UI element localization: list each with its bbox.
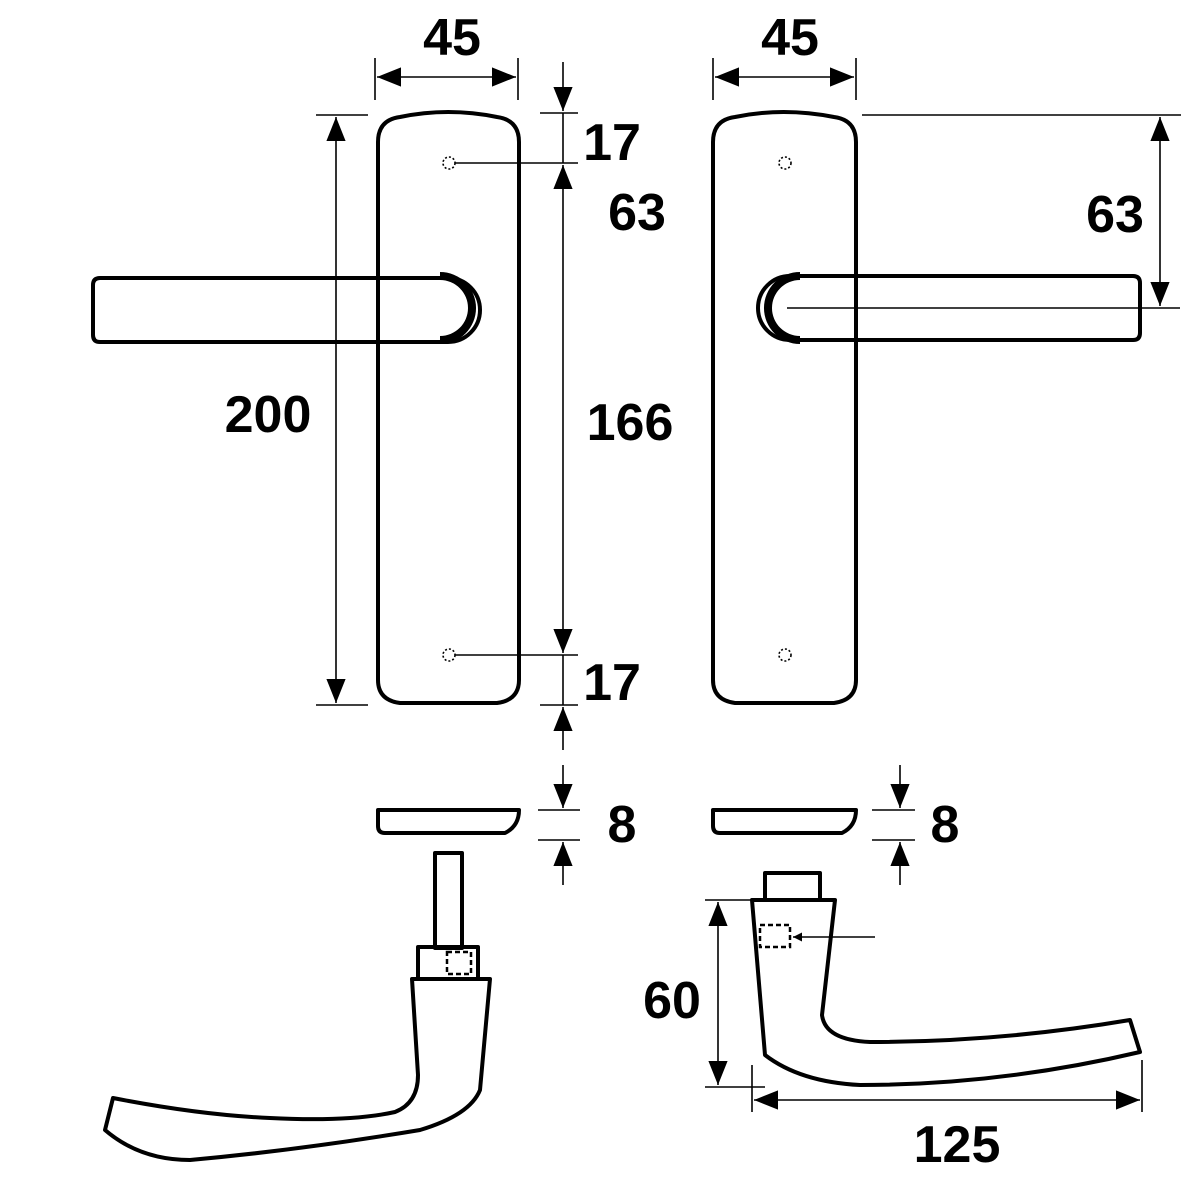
dim-label-rose-right: 8	[931, 796, 960, 854]
dim-label-screw-centres: 166	[587, 394, 674, 452]
dim-label-lever-length: 125	[914, 1116, 1001, 1174]
left-rose-side	[376, 808, 521, 835]
lever-body-left	[103, 977, 492, 1162]
dim-left-width: 45	[374, 9, 519, 100]
spindle	[433, 851, 464, 950]
dim-rose-left: 8	[538, 765, 636, 885]
right-rose	[763, 271, 800, 345]
right-lever	[756, 274, 1142, 342]
right-backplate-view	[711, 110, 1180, 705]
right-backplate	[711, 110, 858, 705]
dim-label-left-width: 45	[423, 9, 481, 67]
screw-hole-bottom-right	[778, 648, 792, 662]
left-lever	[91, 276, 482, 344]
screw-hole-top-right	[778, 156, 792, 170]
grub-screw-left	[445, 950, 473, 976]
dim-label-rose-left: 8	[608, 796, 637, 854]
left-lever-side	[103, 851, 492, 1162]
lever-collar-right	[763, 871, 822, 902]
screw-hole-bottom-left	[442, 648, 456, 662]
dim-label-lever-projection: 60	[643, 972, 701, 1030]
lever-body-right	[750, 898, 1142, 1087]
left-backplate-view	[91, 110, 521, 705]
dim-label-right-width: 45	[761, 9, 819, 67]
dim-label-lever-height-left: 63	[608, 184, 666, 242]
dim-plate-height: 200	[225, 114, 368, 706]
dim-rose-right: 8	[872, 765, 959, 885]
dim-label-lever-height-right: 63	[1086, 186, 1144, 244]
dim-label-bottom-screw: 17	[583, 654, 641, 712]
right-rose-side	[711, 808, 858, 835]
screw-hole-top-left	[442, 156, 456, 170]
left-rose	[440, 271, 477, 345]
dim-label-plate-height: 200	[225, 386, 312, 444]
dim-lever-length: 125	[751, 1060, 1143, 1174]
grub-screw-right	[758, 923, 792, 949]
left-backplate	[376, 110, 521, 705]
dim-right-width: 45	[712, 9, 857, 100]
dim-label-top-screw: 17	[583, 114, 641, 172]
dim-lever-height-right: 63	[862, 114, 1181, 306]
dim-lever-projection: 60	[643, 899, 765, 1088]
dim-screw-positions: 17 63 166 17	[455, 62, 673, 750]
right-lever-side	[750, 871, 1142, 1087]
